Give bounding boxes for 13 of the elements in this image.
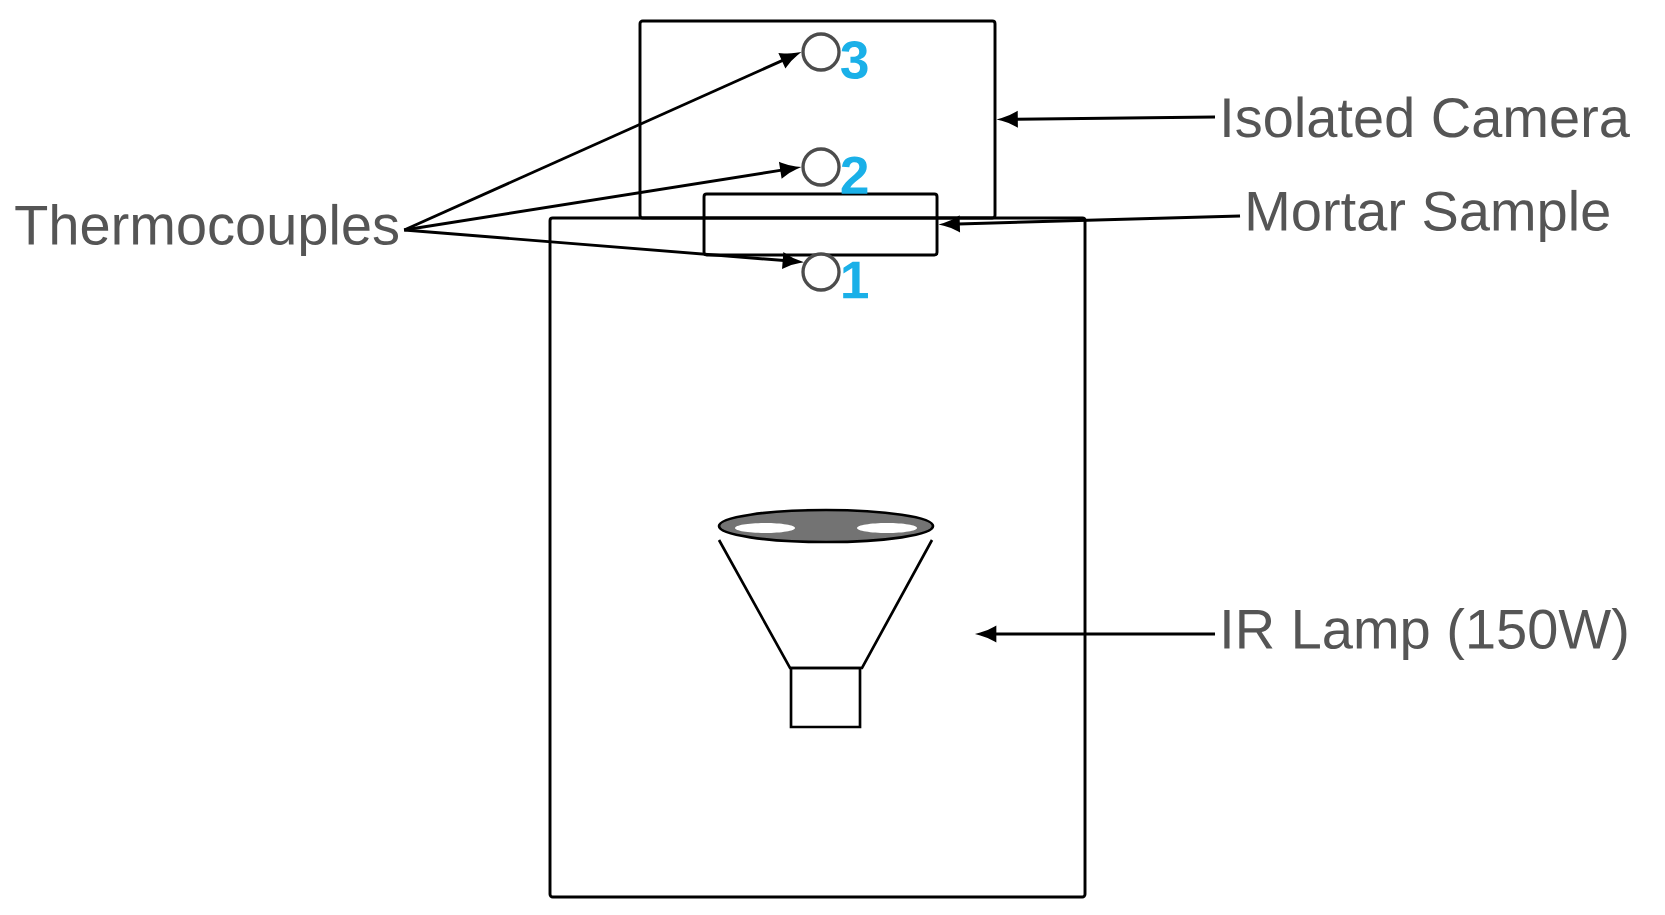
callout-number: 2: [841, 156, 868, 194]
sample-box: [702, 192, 939, 257]
thermocouple-circle: [801, 32, 841, 72]
label-text: Mortar Sample: [1248, 189, 1609, 243]
label-text: Isolated Camera: [1224, 96, 1630, 138]
thermocouple-circle: [801, 252, 841, 292]
callout-number: 3: [841, 41, 868, 79]
chamber-box: [548, 216, 1087, 899]
lamp-drawing: [717, 508, 935, 729]
thermocouple-circle: [801, 147, 841, 187]
label-text: IR Lamp (150W): [1224, 607, 1627, 661]
callout-number: 1: [843, 261, 868, 299]
label-text: Thermocouples: [15, 203, 398, 257]
